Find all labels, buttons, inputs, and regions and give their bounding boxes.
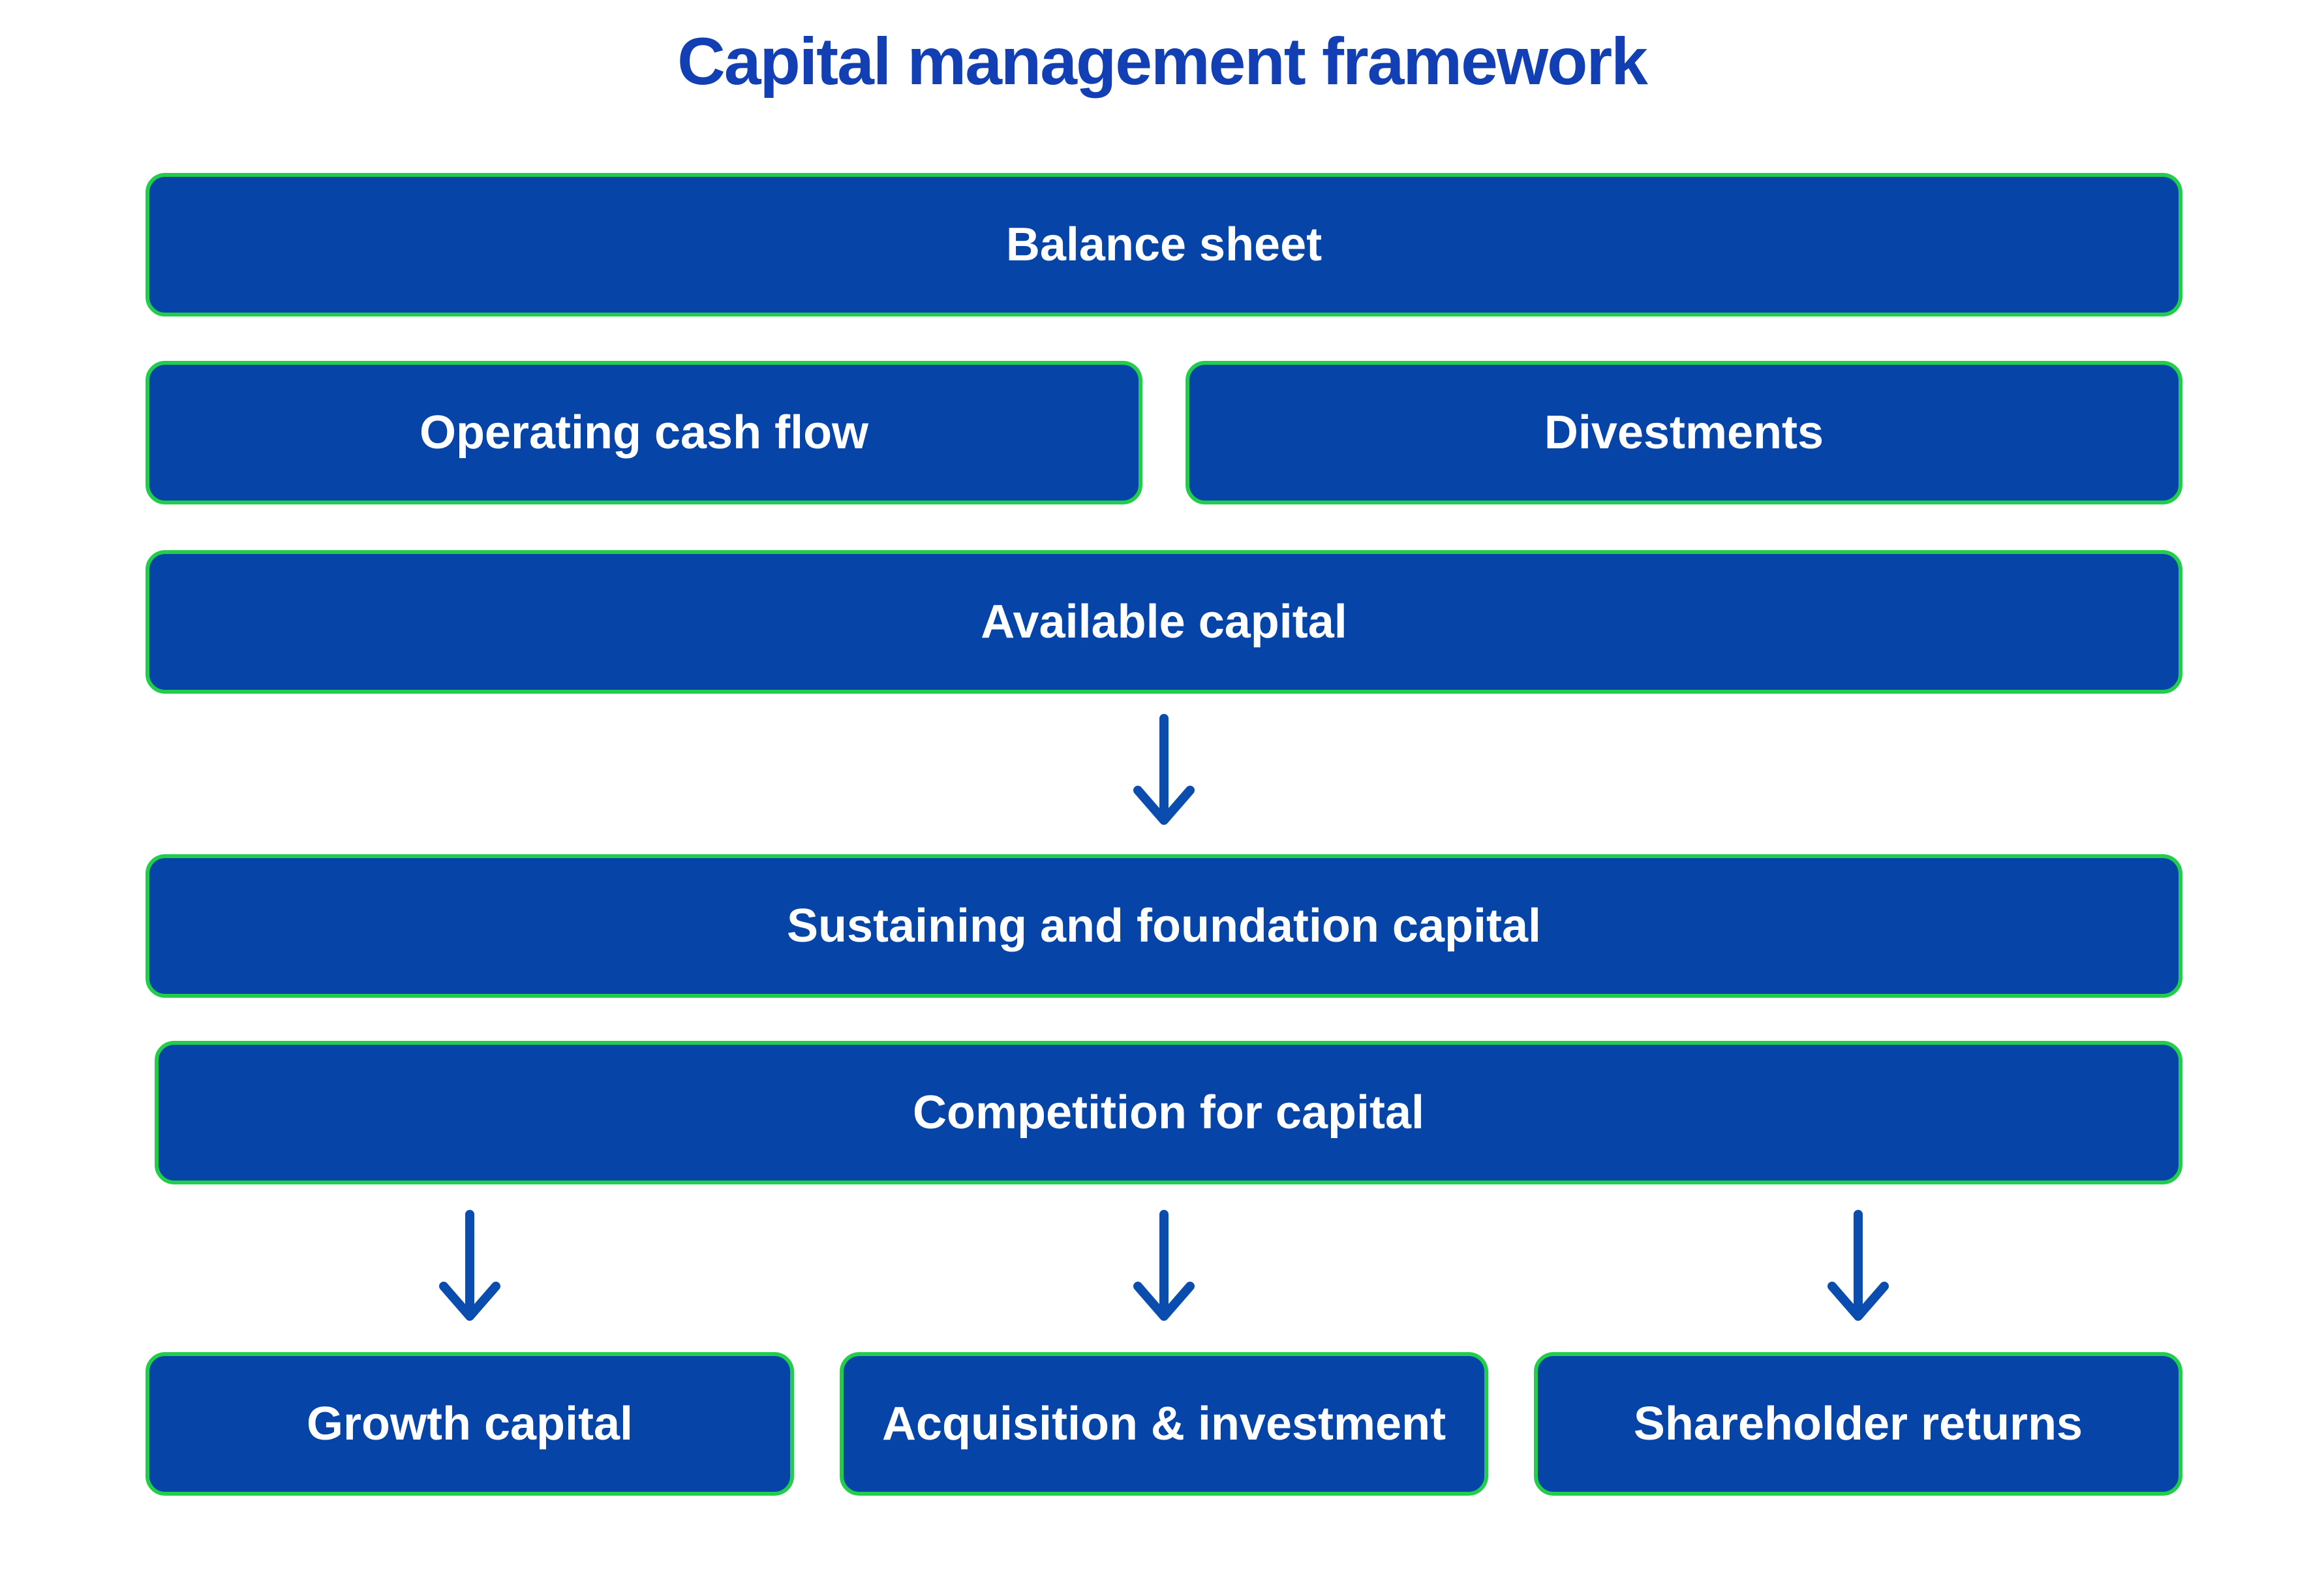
- box-available-capital: Available capital: [145, 550, 2182, 694]
- diagram-title: Capital management framework: [677, 24, 1648, 99]
- box-label: Divestments: [1544, 407, 1824, 459]
- box-growth-capital: Growth capital: [145, 1352, 794, 1496]
- box-label: Competition for capital: [912, 1087, 1425, 1139]
- box-label: Growth capital: [306, 1398, 634, 1450]
- down-arrow-icon: [1133, 1210, 1195, 1321]
- down-arrow-icon: [439, 1210, 500, 1321]
- box-operating-cash-flow: Operating cash flow: [145, 361, 1142, 504]
- box-label: Available capital: [981, 596, 1347, 648]
- box-label: Operating cash flow: [419, 407, 869, 459]
- box-balance-sheet: Balance sheet: [145, 173, 2182, 316]
- box-label: Sustaining and foundation capital: [786, 900, 1541, 952]
- box-competition-for-capital: Competition for capital: [155, 1041, 2182, 1184]
- box-divestments: Divestments: [1185, 361, 2182, 504]
- down-arrow-icon: [1133, 714, 1195, 825]
- box-label: Balance sheet: [1005, 219, 1323, 271]
- box-label: Shareholder returns: [1633, 1398, 2083, 1450]
- box-shareholder-returns: Shareholder returns: [1534, 1352, 2182, 1496]
- box-label: Acquisition & investment: [881, 1398, 1446, 1450]
- down-arrow-icon: [1827, 1210, 1889, 1321]
- box-sustaining-and-foundation-capital: Sustaining and foundation capital: [145, 854, 2182, 998]
- box-acquisition-and-investment: Acquisition & investment: [840, 1352, 1488, 1496]
